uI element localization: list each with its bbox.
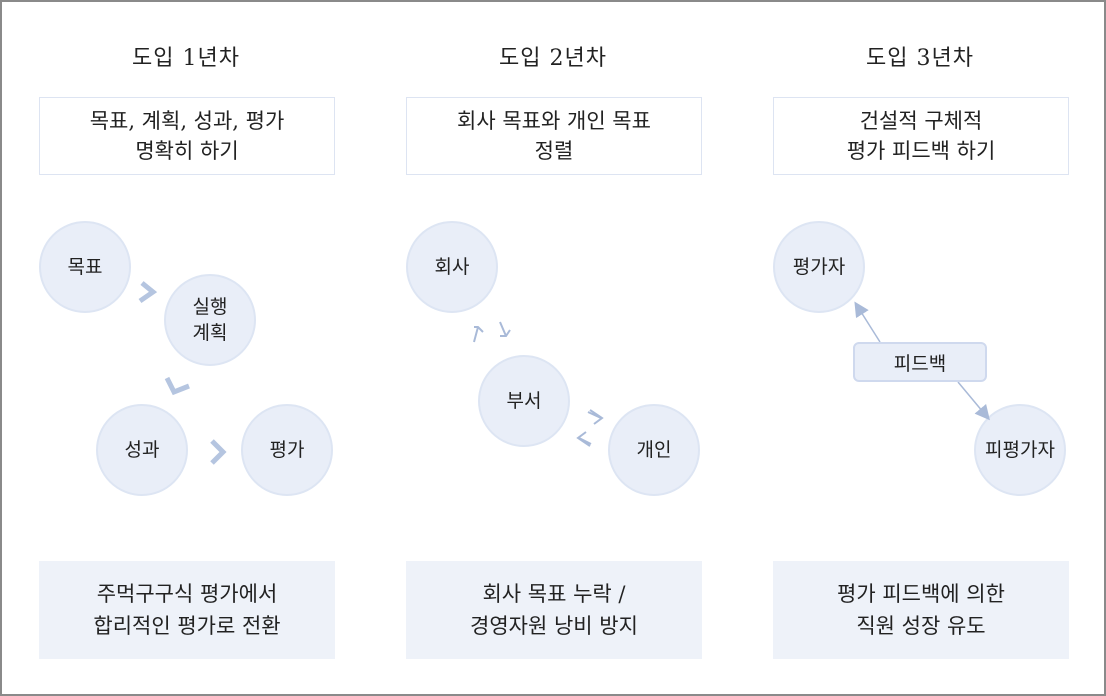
bidirectional-arrow-icon: [473, 326, 484, 343]
circle-company: 회사: [406, 221, 498, 313]
circle-department: 부서: [478, 355, 570, 447]
bidirectional-arrow-icon: [499, 321, 511, 337]
circle-goal: 목표: [39, 221, 131, 313]
column-1-title: 도입 1년차: [132, 46, 240, 71]
column-1-bottom-box: 주먹구구식 평가에서 합리적인 평가로 전환: [39, 561, 335, 659]
column-2-title: 도입 2년차: [499, 46, 607, 71]
feedback-arrow-up: [854, 301, 881, 343]
column-1-top-box: 목표, 계획, 성과, 평가 명확히 하기: [39, 97, 335, 175]
bidirectional-arrow-icon: [576, 431, 592, 447]
circle-evaluation: 평가: [241, 404, 333, 496]
feedback-label: 피드백: [853, 342, 987, 382]
chevron-arrow-icon: [210, 439, 227, 465]
column-3-top-box: 건설적 구체적 평가 피드백 하기: [773, 97, 1069, 175]
column-2-bottom-box: 회사 목표 누락 / 경영자원 낭비 방지: [406, 561, 702, 659]
column-3-title: 도입 3년차: [866, 46, 974, 71]
circle-action-plan: 실행 계획: [164, 274, 256, 366]
chevron-arrow-icon: [164, 376, 190, 396]
circle-evaluatee: 피평가자: [974, 404, 1066, 496]
column-3-bottom-box: 평가 피드백에 의한 직원 성장 유도: [773, 561, 1069, 659]
circle-performance: 성과: [96, 404, 188, 496]
circle-evaluator: 평가자: [773, 221, 865, 313]
circle-individual: 개인: [608, 404, 700, 496]
chevron-arrow-icon: [138, 281, 158, 304]
bidirectional-arrow-icon: [587, 409, 604, 425]
feedback-arrow-down: [957, 381, 990, 421]
column-2-top-box: 회사 목표와 개인 목표 정렬: [406, 97, 702, 175]
